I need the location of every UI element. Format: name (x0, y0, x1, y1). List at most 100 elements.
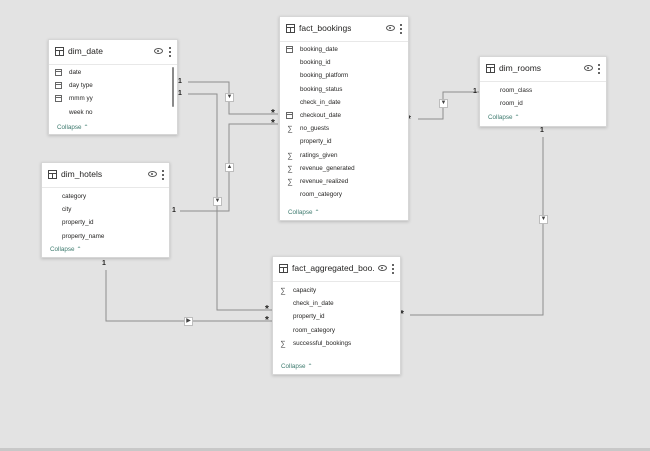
field-item[interactable]: room_class (480, 84, 606, 97)
rel-hotels-aggregated (105, 270, 272, 322)
collapse-link[interactable]: Collapse⌃ (288, 209, 320, 216)
field-item[interactable]: date (49, 66, 177, 79)
table-card-fact-bookings[interactable]: fact_bookings booking_date booking_id bo… (279, 16, 409, 221)
visibility-eye-icon[interactable] (386, 25, 395, 31)
field-item[interactable]: ratings_given (280, 149, 408, 162)
field-name: room_id (500, 100, 523, 108)
cardinality-one: 1 (178, 90, 182, 97)
field-item[interactable]: room_id (480, 97, 606, 110)
table-header[interactable]: dim_hotels (42, 163, 169, 188)
field-item[interactable]: revenue_generated (280, 162, 408, 175)
chevron-up-icon: ⌃ (514, 115, 520, 121)
more-options-icon[interactable] (162, 170, 165, 180)
field-item[interactable]: check_in_date (273, 297, 400, 310)
more-options-icon[interactable] (169, 47, 172, 57)
field-name: capacity (293, 287, 317, 294)
field-item[interactable]: room_category (273, 324, 400, 337)
table-icon (55, 47, 64, 56)
field-name: city (62, 206, 72, 214)
field-item[interactable]: booking_platform (280, 69, 408, 82)
field-item[interactable]: property_id (273, 310, 400, 323)
field-name: no_guests (300, 125, 330, 133)
field-item[interactable]: category (42, 190, 169, 203)
field-name: booking_id (300, 59, 331, 67)
more-options-icon[interactable] (400, 24, 403, 34)
filter-direction-arrow[interactable]: ▲ (225, 163, 234, 172)
field-item[interactable]: property_id (42, 216, 169, 229)
more-options-icon[interactable] (598, 64, 601, 74)
cardinality-many: * (271, 118, 275, 129)
visibility-eye-icon[interactable] (148, 171, 157, 177)
field-item[interactable]: capacity (273, 284, 400, 297)
field-list: capacity check_in_date property_id room_… (273, 284, 400, 350)
filter-direction-arrow[interactable]: ▼ (439, 99, 448, 108)
field-item[interactable]: check_in_date (280, 96, 408, 109)
field-item[interactable]: checkout_date (280, 109, 408, 122)
field-name: property_id (62, 219, 94, 227)
field-name: revenue_generated (300, 164, 355, 172)
filter-direction-arrow[interactable]: ▼ (225, 93, 234, 102)
visibility-eye-icon[interactable] (154, 48, 163, 54)
visibility-eye-icon[interactable] (584, 65, 593, 71)
sigma-icon (279, 287, 287, 294)
field-item[interactable]: week no (49, 106, 177, 119)
table-header[interactable]: fact_bookings (280, 17, 408, 42)
field-item[interactable]: day type (49, 79, 177, 92)
table-header[interactable]: dim_date (49, 40, 177, 65)
table-icon (486, 64, 495, 73)
table-icon (48, 170, 57, 179)
field-name: booking_status (300, 85, 343, 93)
field-item[interactable]: booking_id (280, 56, 408, 69)
cardinality-many: * (400, 309, 404, 320)
collapse-link[interactable]: Collapse⌃ (50, 246, 82, 253)
table-title: fact_aggregated_boo... (292, 263, 374, 273)
table-header[interactable]: fact_aggregated_boo... (273, 257, 400, 282)
field-item[interactable]: booking_date (280, 43, 408, 56)
filter-direction-arrow[interactable]: ▼ (213, 197, 222, 206)
table-header[interactable]: dim_rooms (480, 57, 606, 82)
cardinality-one: 1 (540, 127, 544, 134)
field-item[interactable]: property_id (280, 135, 408, 148)
field-item[interactable]: successful_bookings (273, 337, 400, 350)
table-card-dim-hotels[interactable]: dim_hotels category city property_id pro… (41, 162, 170, 258)
field-list: category city property_id property_name (42, 190, 169, 243)
field-item[interactable]: property_name (42, 230, 169, 243)
filter-direction-arrow[interactable]: ▼ (539, 215, 548, 224)
field-name: category (62, 193, 87, 200)
sigma-icon (286, 125, 294, 132)
field-list: room_class room_id (480, 84, 606, 110)
table-card-dim-date[interactable]: dim_date date day type mmm yy week no Co… (48, 39, 178, 135)
chevron-up-icon: ⌃ (76, 247, 82, 253)
field-name: date (69, 69, 82, 76)
field-item[interactable]: no_guests (280, 122, 408, 135)
field-item[interactable]: booking_status (280, 83, 408, 96)
more-options-icon[interactable] (392, 264, 395, 274)
field-name: property_id (300, 138, 332, 146)
field-name: checkout_date (300, 111, 341, 119)
field-name: check_in_date (300, 98, 341, 106)
field-item[interactable]: room_category (280, 188, 408, 201)
calendar-icon (55, 95, 62, 103)
collapse-link[interactable]: Collapse⌃ (281, 363, 313, 370)
scrollbar[interactable] (172, 67, 174, 107)
table-card-fact-aggregated-bookings[interactable]: fact_aggregated_boo... capacity check_in… (272, 256, 401, 375)
sigma-icon (286, 165, 294, 172)
visibility-eye-icon[interactable] (378, 265, 387, 271)
field-item[interactable]: city (42, 203, 169, 216)
horizontal-scrollbar[interactable] (0, 448, 650, 451)
collapse-link[interactable]: Collapse⌃ (488, 114, 520, 121)
table-card-dim-rooms[interactable]: dim_rooms room_class room_id Collapse⌃ (479, 56, 607, 127)
filter-direction-arrow[interactable]: ▶ (184, 317, 193, 326)
field-name: booking_platform (300, 72, 349, 80)
chevron-up-icon: ⌃ (314, 210, 320, 216)
calendar-icon (55, 69, 62, 76)
cardinality-many: * (265, 304, 269, 315)
field-name: room_category (293, 326, 335, 334)
collapse-link[interactable]: Collapse⌃ (57, 124, 89, 131)
cardinality-many: * (265, 315, 269, 326)
table-title: dim_rooms (499, 63, 542, 73)
field-item[interactable]: mmm yy (49, 92, 177, 105)
field-name: week no (69, 108, 93, 116)
field-item[interactable]: revenue_realized (280, 175, 408, 188)
